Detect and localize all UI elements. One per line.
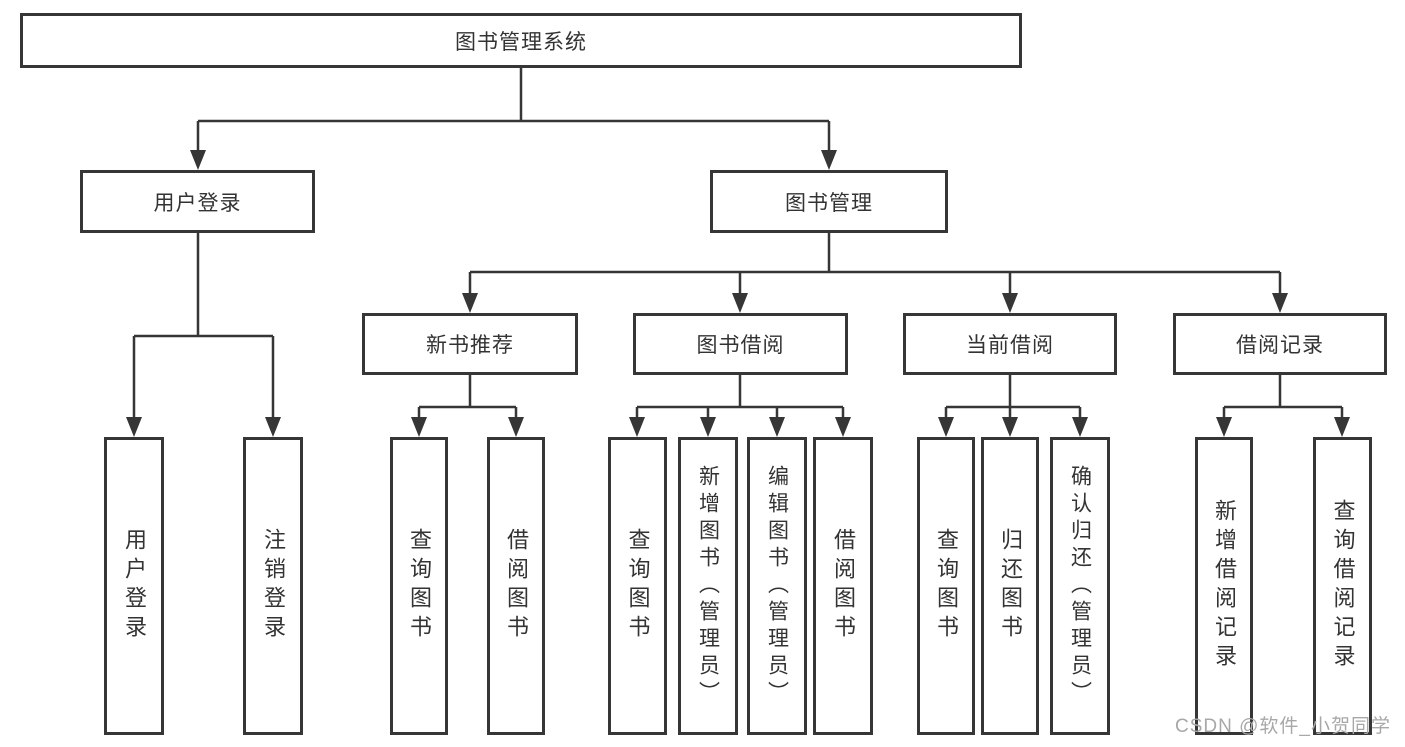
node-label: 新增图书（管理员） bbox=[696, 464, 720, 708]
node-edit-book-admin: 编辑图书（管理员） bbox=[747, 437, 807, 735]
node-user-login-branch: 用户登录 bbox=[80, 170, 315, 233]
node-borrow-books-recommend: 借阅图书 bbox=[487, 437, 545, 735]
node-user-login-leaf: 用户登录 bbox=[104, 437, 164, 735]
node-book-management-branch: 图书管理 bbox=[710, 170, 948, 233]
node-label: 图书管理系统 bbox=[455, 30, 587, 54]
node-label: 确认归还（管理员） bbox=[1068, 464, 1092, 708]
node-label: 图书借阅 bbox=[696, 334, 785, 357]
node-label: 归还图书 bbox=[998, 528, 1023, 644]
node-query-books-current: 查询图书 bbox=[917, 437, 975, 735]
node-label: 借阅图书 bbox=[831, 528, 856, 644]
node-logout-leaf: 注销登录 bbox=[243, 437, 303, 735]
node-label: 查询图书 bbox=[934, 528, 959, 644]
node-return-book: 归还图书 bbox=[981, 437, 1039, 735]
node-label: 新书推荐 bbox=[426, 334, 514, 357]
node-confirm-return-admin: 确认归还（管理员） bbox=[1050, 437, 1110, 735]
node-borrow-records: 借阅记录 bbox=[1173, 313, 1387, 375]
node-query-books-recommend: 查询图书 bbox=[390, 437, 448, 735]
node-current-borrow: 当前借阅 bbox=[903, 313, 1117, 375]
node-label: 查询图书 bbox=[625, 528, 651, 644]
node-query-books-borrow: 查询图书 bbox=[608, 437, 667, 735]
node-new-book-recommend: 新书推荐 bbox=[362, 313, 578, 375]
node-query-borrow-record: 查询借阅记录 bbox=[1313, 437, 1372, 735]
node-label: 图书管理 bbox=[785, 191, 873, 215]
node-label: 用户登录 bbox=[153, 191, 242, 215]
node-book-borrow: 图书借阅 bbox=[633, 313, 848, 375]
node-label: 当前借阅 bbox=[966, 334, 1054, 357]
node-label: 查询借阅记录 bbox=[1330, 499, 1356, 673]
node-borrow-books-leaf: 借阅图书 bbox=[813, 437, 873, 735]
node-label: 用户登录 bbox=[122, 528, 147, 644]
node-add-borrow-record: 新增借阅记录 bbox=[1195, 437, 1253, 735]
node-label: 借阅记录 bbox=[1236, 334, 1324, 357]
node-add-book-admin: 新增图书（管理员） bbox=[678, 437, 738, 735]
node-label: 查询图书 bbox=[407, 528, 432, 644]
node-label: 注销登录 bbox=[261, 528, 286, 644]
node-label: 借阅图书 bbox=[504, 528, 529, 644]
node-label: 新增借阅记录 bbox=[1212, 499, 1237, 673]
csdn-watermark: CSDN @软件_小贺同学 bbox=[1175, 716, 1391, 737]
node-root: 图书管理系统 bbox=[20, 13, 1022, 68]
node-label: 编辑图书（管理员） bbox=[765, 464, 789, 708]
